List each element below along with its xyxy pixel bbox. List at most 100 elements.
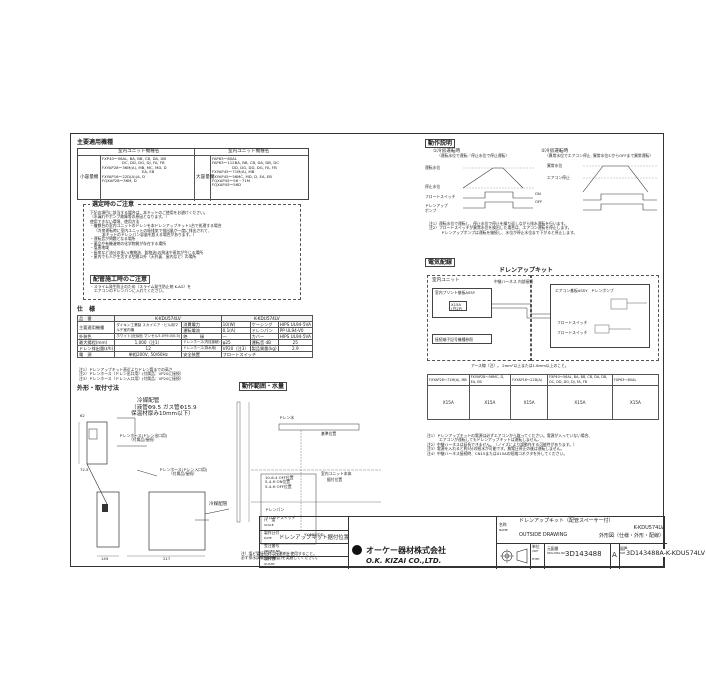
x15a-sub: (白2P) bbox=[451, 306, 463, 311]
operation-range-title: 動作範囲・水量 bbox=[239, 382, 288, 391]
case2-sub: （異常水位でエアコン停止, 異常水位①からOFFまで異常運転） bbox=[545, 153, 654, 158]
wiring-model-header: FXYAP28〜71M(A), MB bbox=[427, 374, 470, 386]
wiring-note: 注2）中継ハーネスは延長できません。（ノイズにより誤動作する可能性があります。） bbox=[427, 441, 577, 447]
spec-cell: ホワイト(近似色 マンセル5.0Y9.0/0.5) bbox=[114, 333, 183, 340]
spec-note: 注3）ドレンホース（ドレン入口用）(付属品：VP20に接続） bbox=[79, 375, 184, 381]
table-row: X15A X15A X15A X15A X15A bbox=[427, 385, 660, 420]
company-logo-icon bbox=[352, 545, 362, 555]
operation-notes: 注1）運転水位で運転し、停止水位で停止を繰り返しながら排水運転を行います。 注2… bbox=[429, 221, 578, 235]
notice-body: 下記の項目に該当する場合は、本キットのご使用をお避けください。 （水漏れやポンプ… bbox=[90, 210, 222, 260]
timing-off: OFF bbox=[535, 199, 543, 204]
indoor-unit-label: 室内ユニット bbox=[432, 278, 460, 283]
drawing-number: 3D143488A-K-KDU574LV bbox=[625, 549, 706, 557]
wiring-model-cell: X15A bbox=[427, 385, 470, 420]
notice-box: 選定時のご注意 下記の項目に該当する場合は、本キットのご使用をお避けください。 … bbox=[83, 201, 301, 300]
company-cell: オーケー器材株式会社 O.K. KIZAI CO.,LTD. bbox=[348, 543, 496, 569]
large-model-line: FXYAP45〜56MC, MD, D, EA, EB bbox=[212, 173, 272, 179]
op-level: 5-4-H OFF位置 bbox=[265, 483, 292, 489]
op-float: フロートスイッチ bbox=[265, 515, 296, 520]
indoor-board-label: 室内プリント基板ASSY bbox=[435, 290, 476, 295]
timing-on: ON bbox=[535, 191, 541, 196]
pipe-spec: （液管Φ9.5 ガス管Φ15.9 保温材厚み10mm以下） bbox=[131, 405, 197, 417]
hose-in-line: （付属品/接続） bbox=[169, 471, 197, 477]
large-capacity-label: 大容量機 bbox=[196, 175, 215, 180]
notice-title: 選定時のご注意 bbox=[90, 201, 137, 208]
wiring-model-cell: X15A bbox=[468, 385, 512, 420]
operation-timing: 運転水位 停止水位 フロートスイッチ ドレンアップ ポンプ ON OFF 異常水… bbox=[423, 158, 659, 216]
spec-cell: HIPS UL94-5VA bbox=[277, 321, 313, 328]
spec-cell: フロートスイッチ bbox=[220, 351, 313, 358]
large-model-line: FQXAP45〜56D bbox=[212, 182, 242, 188]
dim-depth: 217 bbox=[163, 556, 171, 561]
spec-notes: 注1）ドレンアップキット直近よりドレン管までの高さ 注2）ドレンホース（ドレン出… bbox=[79, 367, 184, 381]
operation-range-drawing: ドレン水 基準位置 室内ユニット本体 据付位置 10-6-4 OFF位置 5-4… bbox=[231, 392, 391, 552]
notice-line: ・塩害地域 bbox=[90, 245, 109, 251]
spec-cell: ダイキン工業製 スカイエア・ビル用マルチ室内機 bbox=[114, 321, 183, 334]
tb-row-quant: 製作数 QUANT. bbox=[260, 556, 348, 569]
kit-wiring-figure bbox=[594, 298, 647, 334]
wiring-title: 電気配線 bbox=[425, 258, 456, 267]
wiring-note: エアコンが運転してもドレンアップキットは運転しません。 bbox=[439, 437, 542, 443]
op-level: 10-6-4 OFF位置 bbox=[265, 475, 294, 480]
op-label-install: 据付位置 bbox=[327, 477, 343, 482]
hose-out-label: ドレンホース(ドレン出口用) （付属品/接続） bbox=[119, 433, 167, 443]
construction-body: ・スライム発生防止のため（スライム発生防止剤 K-AG）を エアコンのドレンパン… bbox=[90, 284, 191, 294]
orig-drawing-cell: 元図番 ORG.DWG.NO. 3D143488 bbox=[544, 543, 611, 569]
drawing-sheet: 主要適用機種 室内ユニット機種名 室内ユニット機種名 小容量機 大容量機 FXP… bbox=[70, 133, 706, 569]
case1-sub: （運転水位で運転／停止水位で停止運転） bbox=[437, 153, 510, 158]
small-model-line: DC, DD, DG, DJ, FA, FB bbox=[122, 160, 165, 166]
operation-title: 動作説明 bbox=[425, 139, 456, 148]
kit-position-label: ドレンアップキット据付位置 bbox=[279, 535, 350, 541]
notice-line: ・厨房など油分の多い(植物油、鉱物油)の飛沫や蒸気が生じる場所 bbox=[90, 249, 204, 255]
spec-cell: ドレン排出量(ℓ/h) bbox=[76, 345, 116, 352]
tb-quant-sub: QUANT. bbox=[264, 562, 276, 566]
tb-scale-label: 尺 度 bbox=[264, 517, 276, 522]
spec-cell: HIPS UL94-5VA bbox=[277, 333, 313, 340]
timing-figure bbox=[462, 165, 657, 211]
tb-date-label: 製作日付 bbox=[264, 530, 280, 535]
unit-sub: UNIT bbox=[532, 550, 539, 553]
wiring-link bbox=[491, 303, 551, 319]
notice-line: ・薬品や有機溶剤の化学物質が存在する場所 bbox=[90, 240, 166, 246]
construction-title: 配管施工時のご注意 bbox=[90, 275, 151, 284]
operation-note: ドレンアップポンプは運転を継続し、水位が停止水位まで下がると停止します。 bbox=[441, 229, 578, 235]
rev-cell: A bbox=[610, 543, 620, 569]
timing-label: ポンプ bbox=[425, 208, 437, 213]
dimension-figure bbox=[78, 417, 230, 557]
wiring-note: 注1）ドレンアップキットの電源は必ずエアコンから取ってください。電源が入っていな… bbox=[427, 433, 593, 438]
case2-title: ②冷房運転時 bbox=[541, 149, 569, 154]
notice-line: ・屋内でも人が生活する空間以外（天井裏、屋内など）の場所 bbox=[90, 254, 197, 260]
product-model: K-KDU574LV bbox=[633, 525, 664, 531]
tb-row-scale: 尺 度 SCALE bbox=[260, 517, 348, 531]
unit-value: mm bbox=[532, 556, 540, 561]
wiring-model-cell: X15A bbox=[611, 385, 660, 420]
timing-label: フロートスイッチ bbox=[425, 194, 456, 199]
kit-board: エアコン基板ASSY ドレンポンプ フロートスイッチ フロートスイッチ bbox=[550, 284, 650, 348]
indoor-board: 室内プリント基板ASSY X15A (白2P) bbox=[432, 288, 492, 318]
tb-date-value: YY/MM/DD bbox=[304, 532, 324, 537]
notice-line: ・運転音が問題となる場所 bbox=[90, 236, 136, 242]
x15a-connector: X15A (白2P) bbox=[449, 301, 467, 311]
earth-note: アース線（注）。 2mm²以上または1.6mm以上のこと。 bbox=[471, 363, 569, 368]
notice-line: 下記の項目に該当する場合は、本キットのご使用をお避けください。 bbox=[90, 210, 208, 215]
dim-width: 149 bbox=[101, 556, 109, 561]
notice-line: 本キットのドレンパン容量を超える場合があります。） bbox=[102, 232, 197, 238]
aircon-board-label: エアコン基板ASSY bbox=[555, 288, 588, 293]
applicable-header-1: 室内ユニット機種名 bbox=[118, 149, 160, 154]
wiring-kit-label: ドレンアップキット bbox=[499, 267, 554, 274]
company-name-en: O.K. KIZAI CO.,LTD. bbox=[366, 557, 442, 565]
timing-label: ドレンアップ bbox=[425, 203, 448, 208]
tb-order-label: 受注番号 bbox=[264, 543, 280, 548]
spec-cell: 安全装置 bbox=[181, 351, 222, 358]
pipe-title: 冷媒配管 bbox=[137, 398, 160, 404]
spec-cell: ドレンホース(内径接続) bbox=[181, 339, 222, 346]
wiring-model-header: FXP40〜56AL, BA, BB, CB, DA, DB, DC, DD, … bbox=[547, 374, 613, 386]
notice-line: （冷房運転時に室内ユニットの吸排気で排出量が一度に排出されて、 bbox=[94, 227, 212, 233]
wiring-model-header: FXYAP28〜56MC, D, EA, EB bbox=[468, 374, 512, 386]
drawing-type-jp: 外形図（仕様・外形・配線） bbox=[598, 533, 664, 539]
small-models: FXP40〜56AL, BA, BB, CB, DA, DB DC, DD, D… bbox=[102, 156, 167, 183]
wiring-model-cell: X15A bbox=[547, 385, 613, 420]
table-row: 外装色 ホワイト(近似色 マンセル5.0Y9.0/0.5) 絶 縁 — カバー … bbox=[76, 333, 313, 340]
dimension-note-line: 必ず排水試験(通水確認)を実施してください。 bbox=[241, 555, 320, 561]
small-model-line: EA, EB bbox=[142, 169, 155, 175]
